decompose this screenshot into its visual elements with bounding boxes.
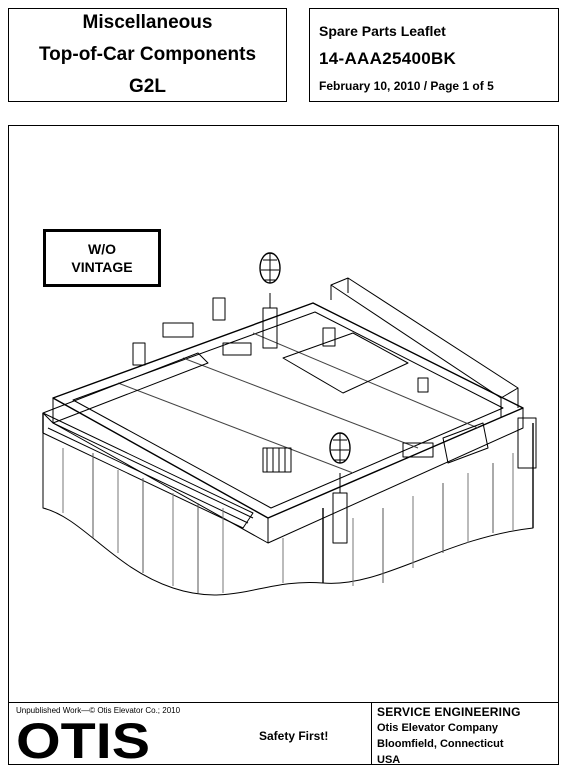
leaflet-date-page: February 10, 2010 / Page 1 of 5 bbox=[319, 79, 494, 93]
leaflet-label: Spare Parts Leaflet bbox=[319, 23, 446, 39]
company-city: Bloomfield, Connecticut bbox=[377, 738, 504, 750]
top-of-car-isometric-drawing bbox=[42, 252, 537, 596]
dept-name: SERVICE ENGINEERING bbox=[377, 705, 521, 719]
vintage-note-line-1: W/O bbox=[88, 241, 116, 257]
vintage-note: W/O VINTAGE bbox=[43, 229, 161, 287]
footer-divider bbox=[9, 702, 558, 703]
service-engineering-block: SERVICE ENGINEERING Otis Elevator Compan… bbox=[377, 704, 521, 768]
drawing-frame: W/O VINTAGE bbox=[8, 125, 559, 768]
vintage-note-line-2: VINTAGE bbox=[71, 259, 133, 275]
company-name: Otis Elevator Company bbox=[377, 722, 499, 734]
title-line-1: Miscellaneous bbox=[82, 12, 213, 33]
copyright-notice: Unpublished Work—© Otis Elevator Co.; 20… bbox=[16, 706, 181, 715]
footer-vertical-divider bbox=[371, 702, 372, 765]
otis-logo-text: OTIS bbox=[16, 716, 150, 762]
title-line-2: Top-of-Car Components bbox=[38, 44, 257, 65]
safety-first-text: Safety First! bbox=[259, 729, 329, 743]
leaflet-info-box: Spare Parts Leaflet 14-AAA25400BK Februa… bbox=[309, 8, 559, 102]
title-box: Miscellaneous Top-of-Car Components G2L bbox=[8, 8, 287, 102]
title-line-3: G2L bbox=[129, 76, 166, 97]
otis-logo: OTIS bbox=[16, 716, 150, 762]
leaflet-number: 14-AAA25400BK bbox=[319, 49, 457, 68]
company-country: USA bbox=[377, 754, 401, 766]
